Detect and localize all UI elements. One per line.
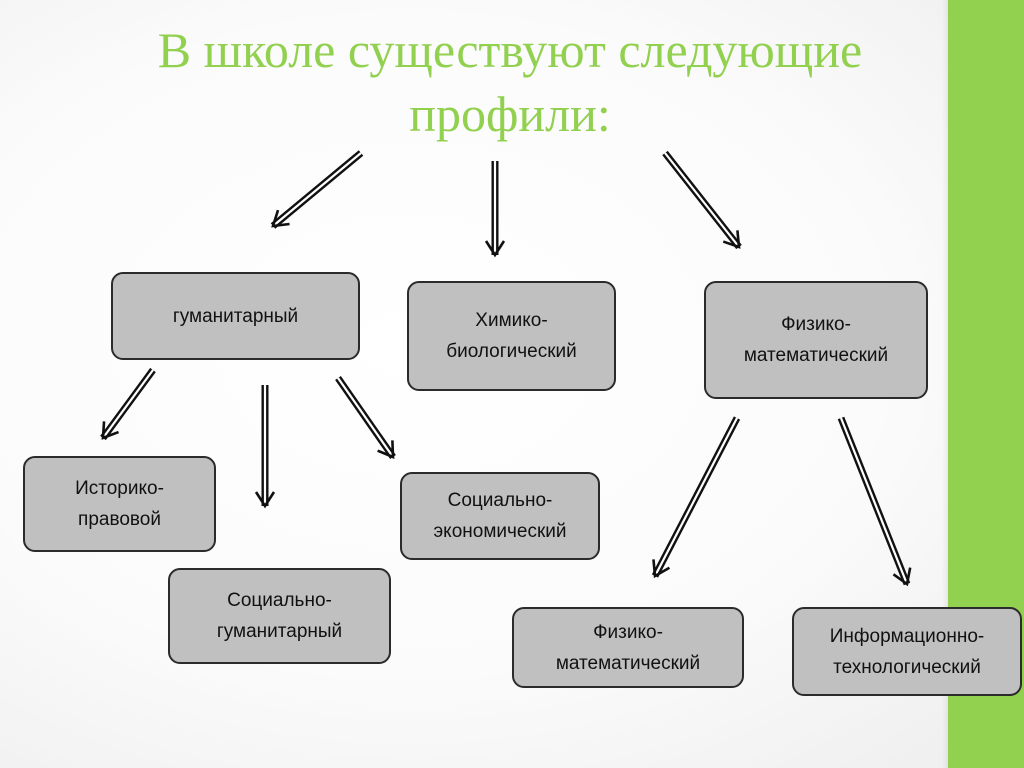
arrow-phys-math-to-info-tech [837,416,912,587]
node-phys-math-top-line-1: Физико- [781,314,851,335]
node-chem-bio-line-1: Химико- [475,310,548,331]
node-hist-law-line-1: Историко- [75,478,164,499]
node-soc-econ: Социально- экономический [400,472,600,560]
slide-edge-shadow [942,0,948,768]
arrow-title-to-humanitarian [270,150,364,229]
arrow-humanitarian-to-hist-law [100,367,156,441]
node-info-tech-line-2: технологический [833,656,981,678]
node-hist-law-text: Историко- правовой [75,473,164,535]
slide-title-line-1: В школе существуют следующие [157,22,863,78]
node-soc-hum-line-1: Социально- [227,590,332,611]
node-chem-bio-text: Химико- биологический [446,305,577,367]
node-soc-hum: Социально- гуманитарный [168,568,391,664]
arrow-phys-math-to-phys-math-bottom [651,416,741,579]
node-phys-math-bottom: Физико- математический [512,607,744,688]
arrow-title-to-phys-math [662,150,742,250]
node-hist-law: Историко- правовой [23,456,216,552]
node-soc-econ-line-1: Социально- [447,490,553,511]
node-info-tech-text: Информационно- технологический [830,621,985,683]
arrow-humanitarian-to-soc-econ [335,376,396,459]
node-info-tech-line-1: Информационно- [829,625,985,647]
node-humanitarian: гуманитарный [111,272,360,360]
node-phys-math-top-line-2: математический [743,345,889,366]
node-soc-econ-text: Социально- экономический [433,485,566,547]
node-hist-law-line-2: правовой [78,509,161,530]
node-soc-econ-line-2: экономический [433,521,567,542]
node-phys-math-bottom-line-2: математический [555,652,701,674]
node-chem-bio-line-2: биологический [446,341,577,362]
node-phys-math-bottom-text: Физико- математический [556,617,700,679]
node-phys-math-top-text: Физико- математический [744,309,888,371]
node-soc-hum-line-2: гуманитарный [216,621,343,642]
node-info-tech: Информационно- технологический [792,607,1022,696]
slide-title-line-2: профили: [409,86,611,142]
node-phys-math-bottom-line-1: Физико- [593,621,663,643]
node-soc-hum-text: Социально- гуманитарный [217,585,342,647]
node-humanitarian-label: гуманитарный [172,305,299,327]
slide-title: В школе существуют следующие профили: [80,18,940,146]
node-phys-math-top: Физико- математический [704,281,928,399]
node-chem-bio: Химико- биологический [407,281,616,391]
